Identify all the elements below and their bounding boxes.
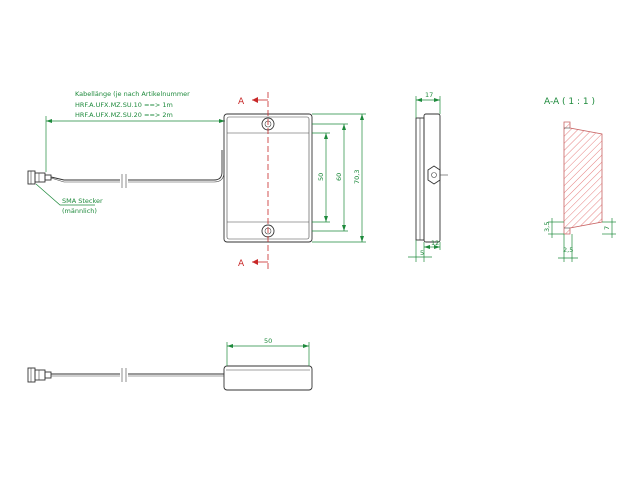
bottom-width-dimension <box>226 342 310 366</box>
cable-length-line1: HRF.A.UFX.MZ.SU.10 ==> 1m <box>75 101 173 109</box>
sma-connector-bottom <box>27 367 52 383</box>
sma-label-gender: (männlich) <box>62 207 97 215</box>
section-view <box>563 121 603 235</box>
side-dimensions <box>408 96 441 262</box>
height-dimensions <box>312 113 366 243</box>
sma-connector-top <box>27 170 52 185</box>
section-dimensions <box>548 218 616 262</box>
cable-top <box>50 150 225 188</box>
cable-bottom <box>51 368 224 382</box>
dim-inner-height-a: 50 <box>317 173 325 181</box>
dim-side-bottom: 12 <box>431 239 439 247</box>
dim-side-left: 5 <box>420 249 424 257</box>
side-connector <box>427 165 448 185</box>
dim-section-bottom: 2,5 <box>563 246 573 254</box>
section-title: A-A ( 1 : 1 ) <box>544 97 595 107</box>
dim-inner-height-b: 60 <box>335 173 343 181</box>
cable-length-line2: HRF.A.UFX.MZ.SU.20 ==> 2m <box>75 111 173 119</box>
sma-leader-line <box>35 183 95 206</box>
antenna-body-bottom <box>223 365 313 391</box>
cable-length-dimension <box>45 116 225 172</box>
dim-section-right: 7 <box>603 226 611 230</box>
section-marker-top: A <box>238 97 245 107</box>
section-marker-bottom: A <box>238 259 245 269</box>
dim-bottom-width: 50 <box>264 337 272 345</box>
sma-label: SMA Stecker <box>62 197 103 205</box>
dim-section-left: 3,5 <box>543 222 551 232</box>
dim-outer-height: 70,3 <box>353 170 361 184</box>
section-line <box>252 92 269 270</box>
cable-length-title: Kabellänge (je nach Artikelnummer <box>75 90 190 98</box>
dim-side-width: 17 <box>425 91 433 99</box>
